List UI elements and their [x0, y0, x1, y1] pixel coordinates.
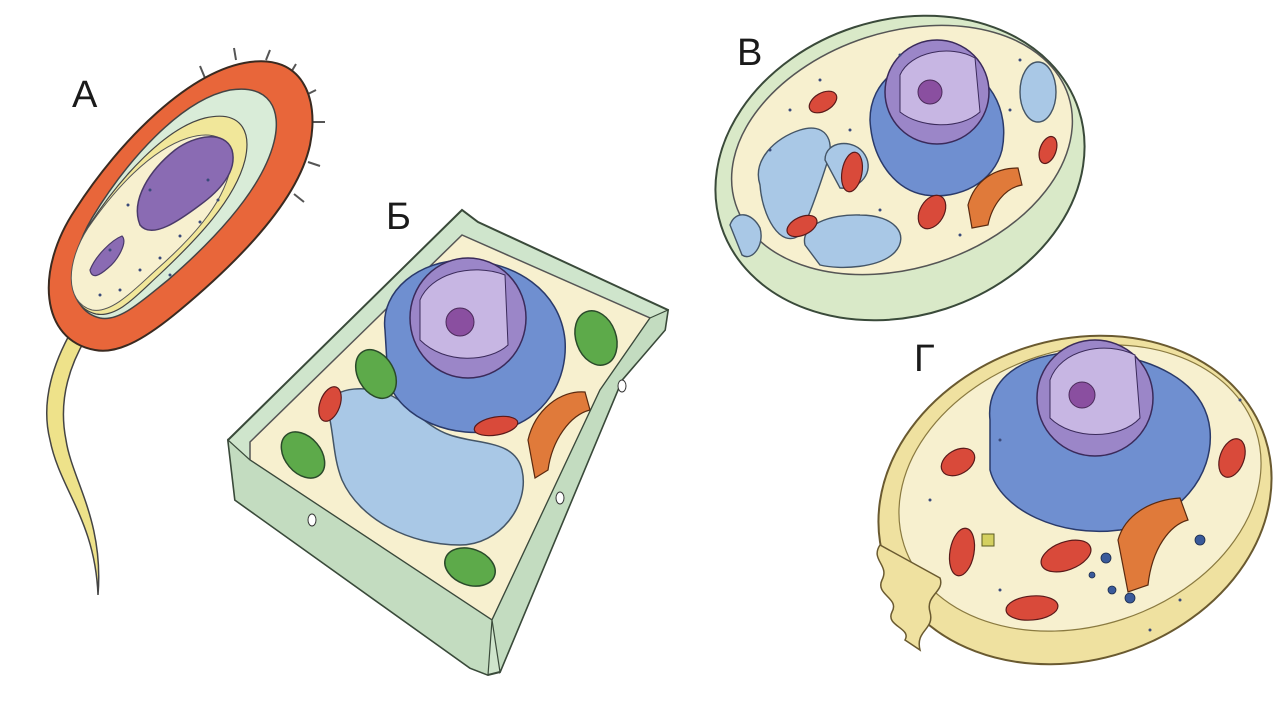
mitochondrion — [808, 90, 838, 114]
fungal-vacuole — [1019, 61, 1057, 123]
chloroplast — [574, 310, 618, 366]
mitochondrion — [473, 415, 519, 437]
plant-wall-side — [227, 438, 493, 676]
fungal-ribosomes — [768, 53, 1022, 237]
fungal-golgi — [967, 167, 1023, 229]
mitochondrion — [840, 151, 864, 193]
plasmodesma — [617, 379, 627, 393]
bacterium-cell — [46, 47, 325, 596]
animal-nucleolus — [1068, 381, 1096, 409]
ribosomes — [98, 178, 220, 297]
microvilli — [876, 544, 942, 652]
plant-cell — [226, 208, 670, 677]
plasmodesma — [307, 513, 317, 527]
mitochondrion — [1218, 438, 1246, 478]
animal-cell — [876, 334, 1273, 666]
mitochondrion — [1038, 135, 1058, 165]
fungal-vacuole — [729, 214, 762, 258]
chloroplast — [280, 431, 326, 479]
plasmodesma — [555, 491, 565, 505]
pili — [199, 47, 325, 203]
mitochondrion — [948, 527, 976, 577]
mitochondrion — [940, 447, 976, 477]
mitochondrion — [1040, 539, 1092, 573]
chloroplast — [354, 349, 398, 399]
fungal-nucleolus — [917, 79, 943, 105]
flagellum — [46, 328, 100, 596]
animal-vesicles — [1088, 534, 1206, 604]
fungal-vacuole — [803, 214, 902, 269]
mitochondrion — [1005, 595, 1059, 621]
plant-wall-right — [491, 309, 669, 675]
animal-ribosomes — [928, 398, 1242, 632]
label-animal-cell: Г — [914, 338, 935, 380]
chloroplast — [444, 547, 496, 587]
label-fungal-cell: В — [737, 32, 763, 74]
fungal-cell — [714, 14, 1086, 322]
animal-golgi — [1117, 497, 1189, 593]
plant-nucleolus — [445, 307, 475, 337]
animal-nucleus-cut — [1049, 347, 1141, 435]
mitochondrion — [318, 386, 342, 422]
centriole — [981, 533, 995, 547]
label-bacterium: А — [72, 74, 98, 116]
mitochondrion — [917, 194, 947, 230]
plasmid-dna — [89, 235, 125, 277]
label-plant-cell: Б — [386, 196, 411, 238]
nucleoid — [136, 136, 234, 232]
mitochondrion — [786, 214, 818, 238]
